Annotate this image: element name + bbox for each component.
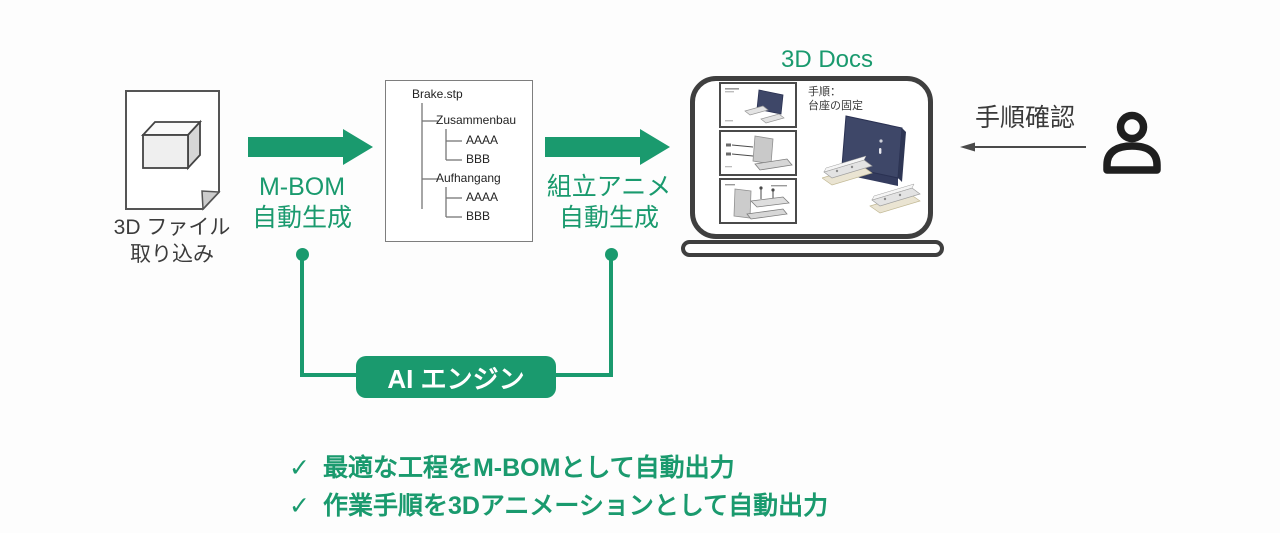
3d-model-image [822,115,921,214]
checklist-item: ✓ 最適な工程をM-BOMとして自動出力 [289,448,828,486]
arrow2-label: 組立アニメ 自動生成 [519,172,699,234]
step1-label-line2: 取り込み [130,243,214,266]
green-right-arrow-icon-2 [545,129,670,165]
ai-engine-label: AI エンジン [387,363,525,394]
thumbnail-2-sketch [725,135,793,171]
arrow1-label-line1: M-BOM [258,173,346,201]
checklist-item-text: 最適な工程をM-BOMとして自動出力 [322,454,735,482]
ai-engine-box: AI エンジン [356,356,556,398]
procedure-note-line1: 手順： [808,86,841,98]
green-right-arrow-icon-1 [248,129,373,165]
thumbnail-image-1 [719,82,797,128]
tree-leaf-label: BBB [466,209,491,223]
arrow2-label-line1: 組立アニメ [546,173,672,201]
checklist: ✓ 最適な工程をM-BOMとして自動出力 ✓ 作業手順を3Dアニメーションとして… [289,448,828,524]
checklist-item-text: 作業手順を3Dアニメーションとして自動出力 [322,492,829,520]
laptop-base [681,240,944,257]
tree-connector-lines [421,103,462,218]
thumbnail-1-sketch [725,88,785,124]
connector-line-left-horizontal [300,373,358,377]
arrow1-label-line2: 自動生成 [251,204,352,232]
tree-leaf-label: BBB [466,152,491,166]
arrow2-label-line2: 自動生成 [558,204,659,232]
tree-node-label: Aufhangang [436,171,501,185]
thumbnail-image-2 [719,130,797,176]
tree-leaf-label: AAAA [466,190,499,204]
procedure-note: 手順： 台座の固定 [808,85,863,113]
docs-title: 3D Docs [780,46,874,73]
check-icon: ✓ [289,454,310,482]
step1-label-line1: 3D ファイル [113,216,231,239]
check-icon: ✓ [289,492,310,520]
review-label: 手順確認 [975,104,1076,132]
connector-line-left-vertical [300,254,304,377]
thumbnail-3-sketch [725,184,790,220]
tree-node-label: Zusammenbau [436,113,517,127]
connector-line-right-horizontal [555,373,613,377]
3d-file-document-icon [125,90,221,211]
arrow1-label: M-BOM 自動生成 [212,172,392,234]
step1-label: 3D ファイル 取り込み [102,214,242,268]
connector-line-right-vertical [609,254,613,377]
tree-root-label: Brake.stp [412,87,463,101]
cube-icon [140,119,203,171]
procedure-note-line2: 台座の固定 [808,100,863,112]
thin-left-arrow-icon [960,142,1086,152]
checklist-item: ✓ 作業手順を3Dアニメーションとして自動出力 [289,486,828,524]
mbom-tree-box: Brake.stp Zusammenbau AAAA BBB Aufhangan… [385,80,533,242]
thumbnail-image-3 [719,178,797,224]
tree-leaf-label: AAAA [466,133,499,147]
person-icon [1103,111,1161,174]
